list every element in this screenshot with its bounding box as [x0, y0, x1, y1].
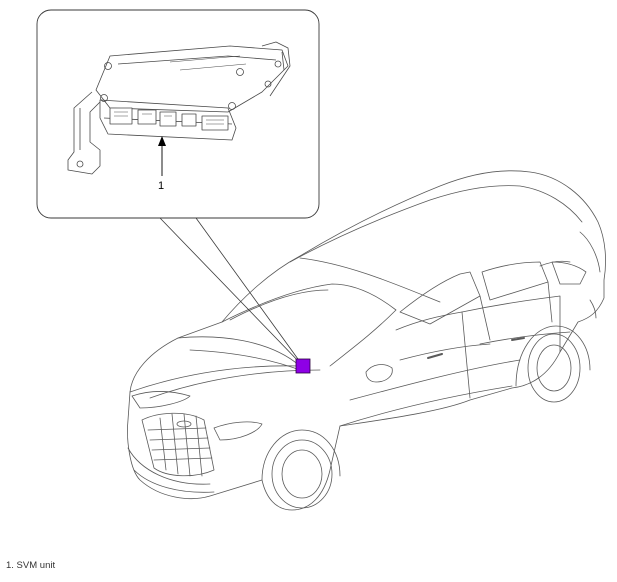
callout-leader-lines: [159, 217, 304, 367]
location-marker-square: [295, 358, 311, 374]
callout-box: [36, 9, 320, 219]
svm-module-illustration: [67, 41, 291, 176]
callout-number: 1: [158, 180, 164, 192]
legend-caption: 1. SVM unit: [6, 560, 56, 571]
car-illustration: [127, 170, 606, 511]
